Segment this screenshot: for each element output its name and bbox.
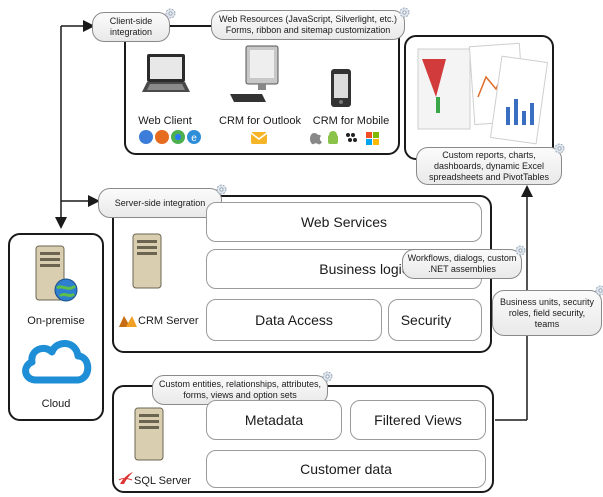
- web-resources-callout-text: Web Resources (JavaScript, Silverlight, …: [219, 14, 397, 35]
- gear-icon: [399, 7, 410, 18]
- reports-callout-text: Custom reports, charts, dashboards, dyna…: [428, 149, 550, 182]
- data-access-layer: Data Access: [206, 299, 382, 341]
- sql-server-icon: [134, 407, 164, 461]
- crm-for-outlook-label: CRM for Outlook: [219, 115, 301, 127]
- sql-server-label: SQL Server: [134, 475, 192, 487]
- ie-icon: [187, 130, 201, 144]
- safari-icon: [139, 130, 153, 144]
- reports-callout: Custom reports, charts, dashboards, dyna…: [416, 147, 562, 185]
- workflows-callout: Workflows, dialogs, custom .NET assembli…: [402, 249, 522, 279]
- gear-icon: [515, 245, 526, 256]
- security-label: Security: [400, 312, 452, 328]
- gear-icon: [165, 8, 176, 19]
- outlook-icon: [250, 132, 268, 144]
- on-premise-label: On-premise: [27, 315, 85, 327]
- server-globe-icon: [35, 245, 78, 302]
- database-callout-text: Custom entities, relationships, attribut…: [158, 379, 322, 400]
- sql-server-logo-icon: [118, 472, 133, 484]
- svg-text:e: e: [191, 133, 197, 144]
- customer-data-box: Customer data: [206, 450, 486, 488]
- metadata-box: Metadata: [206, 400, 342, 440]
- gear-icon: [216, 184, 227, 195]
- filtered-views-box: Filtered Views: [350, 400, 486, 440]
- crm-server-icon: [132, 233, 162, 289]
- business-logic-label: Business logic: [319, 261, 409, 277]
- server-side-callout: Server-side integration: [98, 188, 222, 218]
- security-callout-text: Business units, security roles, field se…: [499, 296, 595, 329]
- client-side-callout-text: Client-side integration: [109, 16, 153, 37]
- reports-panel: [404, 35, 554, 160]
- firefox-icon: [155, 130, 169, 144]
- crm-server-label: CRM Server: [138, 315, 199, 327]
- customer-data-label: Customer data: [300, 461, 392, 477]
- cloud-icon: [22, 340, 92, 384]
- dynamics-logo-icon: [119, 316, 137, 327]
- gear-icon: [595, 285, 603, 296]
- web-resources-callout: Web Resources (JavaScript, Silverlight, …: [211, 10, 405, 40]
- browser-icons: e: [138, 129, 204, 145]
- blackberry-icon: [346, 133, 357, 142]
- desktop-computer-icon: [230, 45, 279, 102]
- gear-icon: [322, 371, 333, 382]
- web-services-label: Web Services: [300, 214, 388, 230]
- server-side-callout-text: Server-side integration: [114, 197, 206, 208]
- web-client-label: Web Client: [138, 115, 192, 127]
- client-side-callout: Client-side integration: [92, 12, 170, 42]
- mobile-platform-icons: [308, 130, 386, 146]
- apple-icon: [310, 133, 322, 145]
- security-callout: Business units, security roles, field se…: [492, 290, 602, 336]
- mobile-phone-icon: [331, 69, 351, 107]
- workflows-callout-text: Workflows, dialogs, custom .NET assembli…: [407, 253, 517, 274]
- security-layer: Security: [388, 299, 482, 341]
- web-services-layer: Web Services: [206, 202, 482, 242]
- metadata-label: Metadata: [244, 412, 304, 428]
- windows-icon: [366, 132, 379, 145]
- cloud-label: Cloud: [41, 398, 71, 410]
- report-thumbnail-icon: [417, 42, 549, 145]
- laptop-icon: [142, 54, 190, 92]
- gear-icon: [554, 143, 565, 154]
- data-access-label: Data Access: [255, 312, 333, 328]
- filtered-views-label: Filtered Views: [374, 412, 462, 428]
- crm-for-mobile-label: CRM for Mobile: [312, 115, 390, 127]
